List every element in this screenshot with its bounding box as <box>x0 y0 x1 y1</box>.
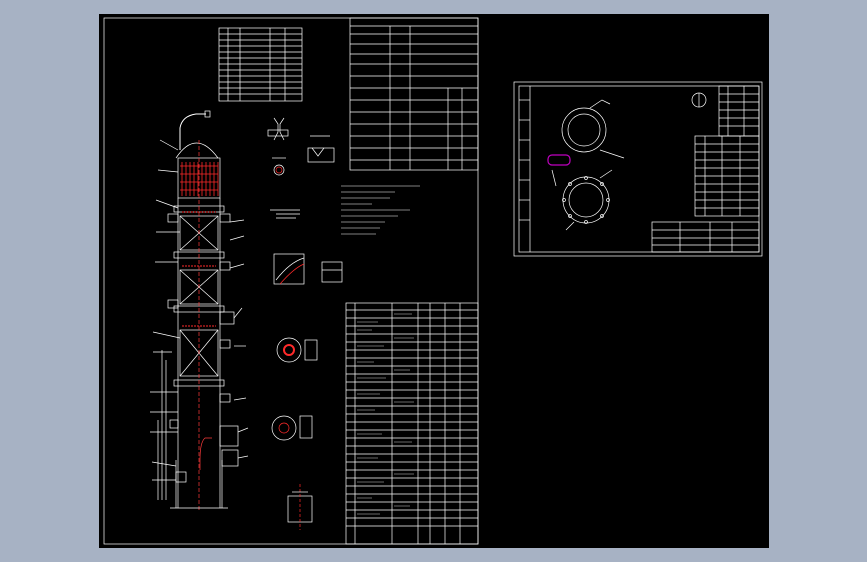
bom-text-hints <box>357 313 414 515</box>
title-block <box>651 221 760 253</box>
bottom-flange-ring <box>551 169 613 231</box>
condenser-tubes <box>180 162 219 196</box>
secondary-drawing-sheet <box>513 81 763 257</box>
cad-drawing-canvas[interactable] <box>99 14 769 548</box>
secondary-parts-table <box>694 85 760 217</box>
technical-spec-table <box>349 17 479 171</box>
bill-of-materials-table <box>345 302 479 545</box>
cad-viewport[interactable] <box>99 14 769 548</box>
main-sheet-border <box>103 17 479 545</box>
top-parts-table <box>218 27 303 102</box>
main-drawing-sheet <box>103 17 479 545</box>
top-flange-ring <box>561 99 625 159</box>
distillation-column <box>150 110 249 510</box>
north-arrow-icon <box>691 92 707 108</box>
detail-views <box>267 117 343 530</box>
distributor-markers <box>182 211 216 327</box>
highlight-annotation <box>547 154 571 166</box>
secondary-sheet-border <box>513 81 763 257</box>
technical-notes <box>341 185 420 235</box>
